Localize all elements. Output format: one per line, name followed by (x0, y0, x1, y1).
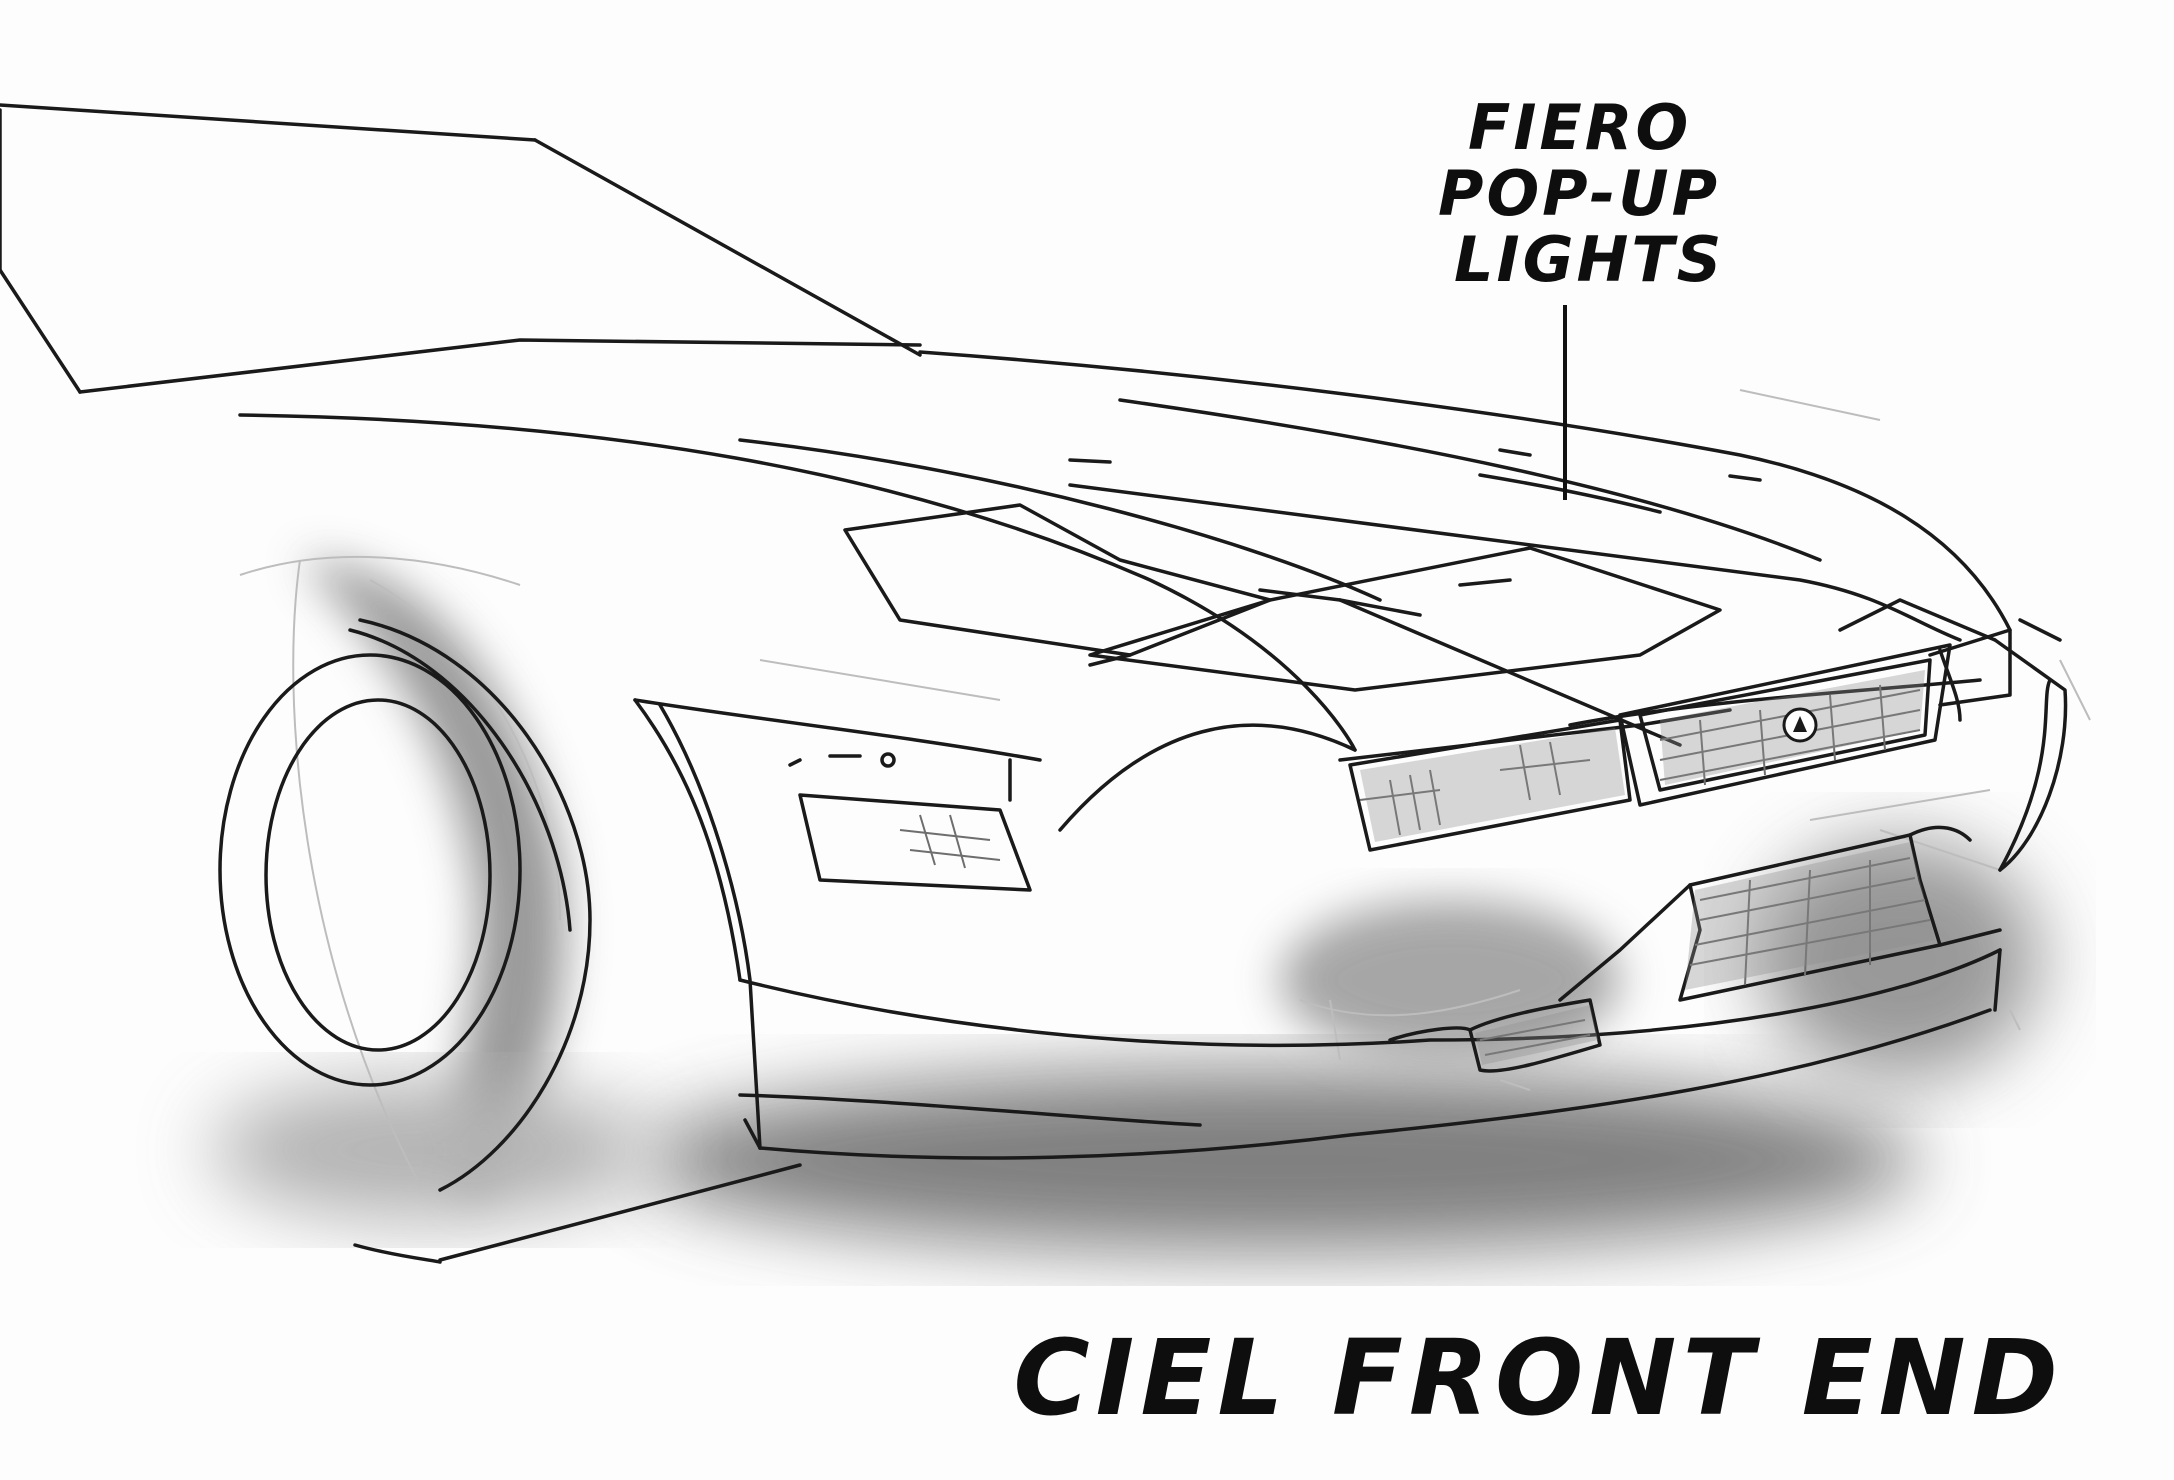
badge-emblem (1782, 707, 1818, 743)
grille-hatching (899, 684, 1931, 1056)
car-body-lines (0, 103, 2068, 1160)
construction-lines (239, 389, 2091, 1186)
ground-shadow (210, 560, 2040, 1250)
callout-line: FIERO (1468, 91, 1692, 164)
callout-label: FIERO POP-UP LIGHTS (1430, 95, 1750, 293)
front-wheel (218, 618, 802, 1264)
callout-line: LIGHTS (1454, 223, 1725, 296)
callout-line: POP-UP (1438, 157, 1721, 230)
sketch-title: CIEL FRONT END (1013, 1317, 2064, 1439)
grille-shading (1360, 670, 1935, 1065)
